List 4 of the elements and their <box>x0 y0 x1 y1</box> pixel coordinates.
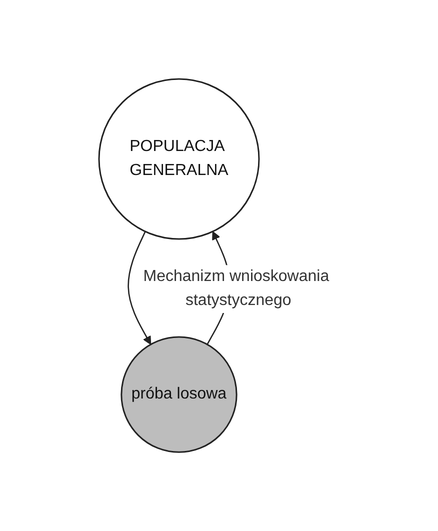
edge-label: Mechanizm wnioskowania statystycznego <box>144 268 330 309</box>
node-circle: próba losowa <box>120 336 238 453</box>
arrow <box>128 231 152 345</box>
node-circle: POPULACJA GENERALNA <box>98 78 260 240</box>
